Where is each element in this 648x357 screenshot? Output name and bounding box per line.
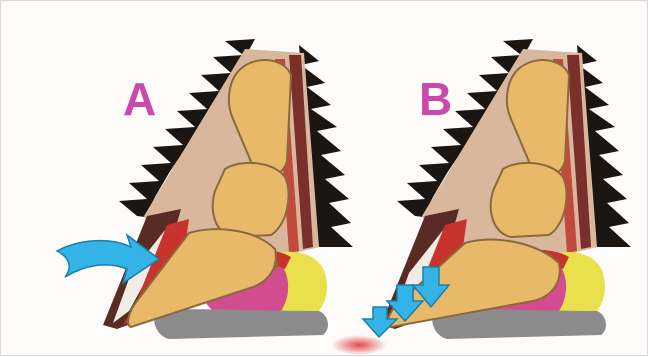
panel-b: B: [331, 39, 631, 355]
panel-label-b: B: [419, 73, 452, 125]
panel-label-a: A: [123, 73, 156, 125]
panel-a: A: [57, 39, 353, 339]
sole-bleeding: [331, 335, 387, 355]
